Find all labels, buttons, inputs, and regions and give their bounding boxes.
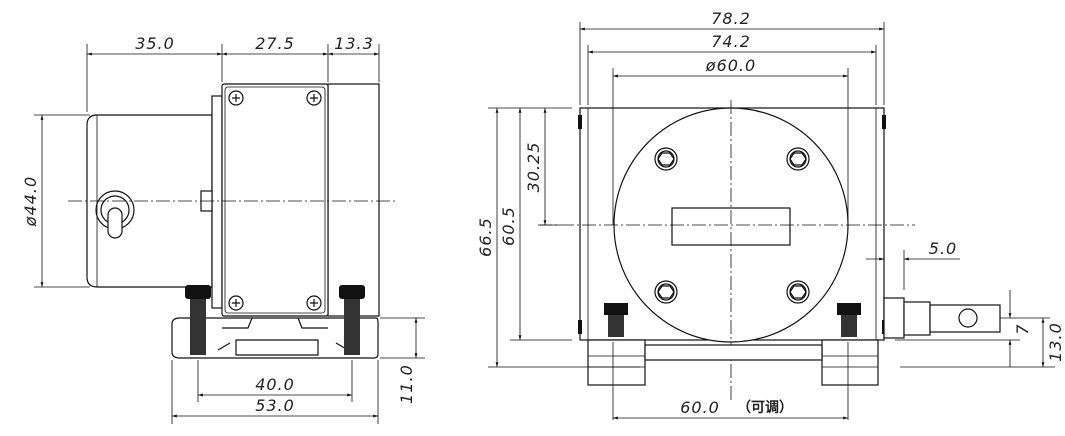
dim-mount-spacing-note: （可调）: [737, 400, 793, 416]
dim-mount-spacing: 60.0: [680, 398, 720, 417]
dim-rail-height: 11.0: [397, 364, 416, 404]
dim-outlet-base: 13.0: [1046, 322, 1065, 362]
dim-rail-width: 53.0: [255, 396, 295, 415]
side-view: 35.0 27.5 13.3 ø44.0 40.0 53.0 11.0: [21, 34, 425, 424]
dim-drum-diameter: ø60.0: [705, 56, 756, 75]
cable-outlet: [883, 297, 1001, 339]
dim-center-height: 30.25: [524, 142, 543, 193]
dim-overall-height: 66.5: [476, 217, 495, 257]
screw-icon: [228, 90, 322, 311]
dim-overall-width: 78.2: [711, 9, 751, 28]
dim-length-motor: 35.0: [135, 34, 175, 53]
dim-outlet-height: 7: [1013, 323, 1032, 334]
front-view: 78.2 74.2 ø60.0 66.5 60.5 30.25 5.0 7 13…: [476, 9, 1065, 420]
rear-cover: [327, 83, 380, 317]
mount-foot: [587, 339, 879, 386]
rail-screw-icon: [185, 285, 365, 355]
dim-screw-pitch: 40.0: [255, 375, 295, 394]
dim-body-width: 74.2: [711, 32, 751, 51]
mount-plate: [211, 95, 223, 309]
mount-screw-icon: [604, 303, 861, 337]
dim-diameter-motor: ø44.0: [21, 176, 40, 227]
toggle-switch-icon: [95, 190, 135, 239]
dim-outlet-offset: 5.0: [929, 239, 957, 258]
dim-length-cover: 13.3: [334, 34, 374, 53]
motor-cylinder: [86, 114, 213, 288]
hex-bolt-icon: [654, 147, 810, 304]
dim-length-body: 27.5: [255, 34, 295, 53]
body-housing: [221, 83, 329, 317]
dim-body-height: 60.5: [499, 206, 518, 246]
